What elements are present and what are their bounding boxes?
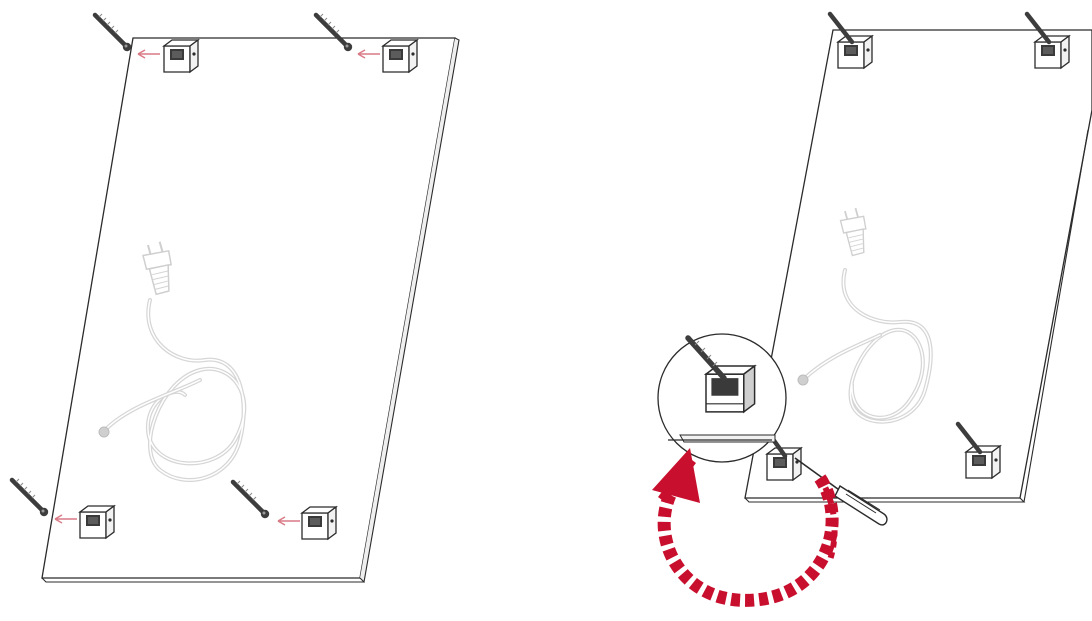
detail-magnifier-icon <box>657 333 787 463</box>
rotate-arrow-icon <box>652 448 839 607</box>
screw-icon <box>827 11 855 45</box>
mounting-bracket-icon <box>382 39 418 73</box>
power-cord-right <box>797 206 933 424</box>
cord-grommet-icon <box>797 374 809 386</box>
screw-icon <box>1024 11 1052 45</box>
mounting-bracket-icon <box>837 35 873 69</box>
power-cord-left <box>98 239 247 482</box>
heater-panel-board-left <box>41 37 460 584</box>
mounting-bracket-icon <box>79 505 115 539</box>
mounting-bracket-icon <box>163 39 199 73</box>
left-panel <box>12 14 460 584</box>
right-panel <box>652 11 1092 607</box>
heater-panel-board-right <box>744 29 1092 503</box>
screw-icon <box>955 421 983 455</box>
screw-icon <box>685 335 727 381</box>
cord-grommet-icon <box>98 426 110 438</box>
screwdriver-icon <box>794 457 888 526</box>
screw-icon <box>95 14 131 51</box>
mounting-bracket-icon <box>1034 35 1070 69</box>
mounting-bracket-icon <box>965 445 1001 479</box>
screw-icon <box>12 479 48 516</box>
mounting-bracket-icon <box>301 506 337 540</box>
